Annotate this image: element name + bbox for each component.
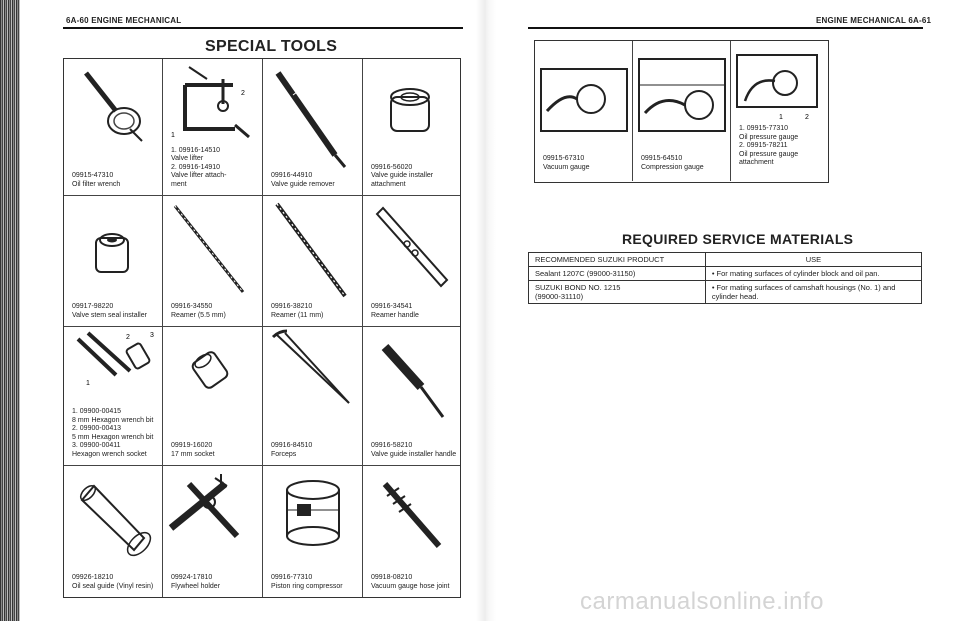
tool-cell: 09915-47310 Oil filter wrench [64, 59, 163, 196]
table-row: SUZUKI BOND NO. 1215 (99000-31110) • For… [528, 280, 923, 304]
hex-bits-icon: 2 3 1 [76, 331, 154, 387]
gauge-cell: 09915-64510 Compression gauge [633, 41, 731, 181]
gauge-caption: 09915-67310 Vacuum gauge [543, 155, 590, 171]
special-tools-grid: 09915-47310 Oil filter wrench 2 1 1. 099… [63, 58, 461, 598]
tool-caption: 09918-08210 Vacuum gauge hose joint [371, 574, 450, 590]
tool-cell: 09926-18210 Oil seal guide (Vinyl resin) [64, 466, 163, 597]
reamer-icon [173, 205, 245, 293]
socket-icon [191, 351, 229, 389]
table-cell: Sealant 1207C (99000-31150) [528, 266, 706, 281]
callout-1: 1 [86, 380, 90, 387]
gauge-tools-panel: 09915-67310 Vacuum gauge 09915-64510 Com… [534, 40, 829, 183]
tool-cell: 09919-16020 17 mm socket [163, 327, 263, 466]
gauge-cell: 1 2 1. 09915-77310 Oil pressure gauge 2.… [731, 41, 827, 181]
table-row: Sealant 1207C (99000-31150) • For mating… [528, 266, 923, 281]
tool-cell: 09916-44910 Valve guide remover [263, 59, 363, 196]
tool-cell: 09916-77310 Piston ring compressor [263, 466, 363, 597]
tool-caption: 09917-98220 Valve stem seal installer [72, 303, 147, 319]
gauge-caption: 1. 09915-77310 Oil pressure gauge 2. 099… [739, 125, 799, 166]
tool-caption: 09916-58210 Valve guide installer handle [371, 442, 457, 458]
tool-cell: 09916-38210 Reamer (11 mm) [263, 196, 363, 327]
vacuum-gauge-case-icon [540, 68, 628, 132]
table-header-row: RECOMMENDED SUZUKI PRODUCT USE [528, 252, 923, 267]
stem-seal-installer-icon [95, 233, 129, 273]
reamer-handle-icon [375, 206, 449, 288]
gauge-caption: 09915-64510 Compression gauge [641, 155, 704, 171]
oil-pressure-gauge-icon: 1 2 [736, 54, 818, 121]
tool-caption: 09916-56020 Valve guide installer attach… [371, 163, 434, 188]
callout-1: 1 [171, 132, 175, 139]
tool-cell: 09918-08210 Vacuum gauge hose joint [363, 466, 460, 597]
left-page-header: 6A-60 ENGINE MECHANICAL [66, 16, 182, 25]
tool-caption: 09916-38210 Reamer (11 mm) [271, 303, 324, 319]
callout-2: 2 [241, 90, 245, 97]
materials-title: REQUIRED SERVICE MATERIALS [622, 231, 854, 247]
table-cell: • For mating surfaces of camshaft housin… [704, 280, 923, 304]
page-binding-edge [0, 0, 20, 621]
installer-handle-icon [381, 343, 445, 418]
tool-caption: 1. 09916-14510 Valve lifter 2. 09916-149… [171, 146, 227, 188]
valve-lifter-icon: 2 1 [171, 66, 250, 139]
tool-caption: 09916-77310 Piston ring compressor [271, 574, 343, 590]
tool-caption: 1. 09900-00415 8 mm Hexagon wrench bit 2… [72, 408, 154, 458]
tool-caption: 09916-84510 Forceps [271, 442, 313, 458]
callout-2: 2 [805, 114, 809, 121]
right-page-header: ENGINE MECHANICAL 6A-61 [816, 16, 932, 25]
column-header: USE [704, 252, 923, 267]
tool-cell: 09916-34550 Reamer (5.5 mm) [163, 196, 263, 327]
tool-cell: 09916-56020 Valve guide installer attach… [363, 59, 460, 196]
tool-caption: 09916-44910 Valve guide remover [271, 172, 335, 188]
oil-seal-guide-icon [79, 484, 152, 557]
page-gutter [476, 0, 496, 621]
tool-cell: 09917-98220 Valve stem seal installer [64, 196, 163, 327]
compression-gauge-case-icon [638, 58, 726, 132]
right-header-rule [528, 27, 923, 29]
tool-caption: 09916-34550 Reamer (5.5 mm) [171, 303, 226, 319]
tool-caption: 09924-17810 Flywheel holder [171, 574, 221, 590]
guide-installer-attachment-icon [390, 88, 430, 132]
table-cell: • For mating surfaces of cylinder block … [704, 266, 923, 281]
callout-3: 3 [150, 332, 154, 339]
tool-caption: 09916-34541 Reamer handle [371, 303, 419, 319]
hose-joint-icon [382, 482, 442, 548]
tool-cell: 2 3 1 1. 09900-00415 8 mm Hexagon wrench… [64, 327, 163, 466]
materials-table: RECOMMENDED SUZUKI PRODUCT USE Sealant 1… [528, 252, 923, 304]
oil-filter-wrench-icon [84, 71, 143, 142]
forceps-icon [271, 329, 350, 404]
piston-ring-compressor-icon [286, 480, 340, 546]
tool-cell: 09924-17810 Flywheel holder [163, 466, 263, 597]
reamer-11-icon [275, 202, 347, 298]
tool-cell: 09916-58210 Valve guide installer handle [363, 327, 460, 466]
table-cell: SUZUKI BOND NO. 1215 (99000-31110) [528, 280, 706, 304]
tool-cell: 09916-34541 Reamer handle [363, 196, 460, 327]
watermark: carmanualsonline.info [580, 588, 824, 615]
column-header: RECOMMENDED SUZUKI PRODUCT [528, 252, 706, 267]
section-title: SPECIAL TOOLS [205, 38, 338, 55]
flywheel-holder-icon [168, 474, 240, 539]
tool-caption: 09919-16020 17 mm socket [171, 442, 215, 458]
valve-guide-remover-icon [275, 71, 347, 168]
left-header-rule [63, 27, 463, 29]
callout-1: 1 [779, 114, 783, 121]
tool-cell: 09916-84510 Forceps [263, 327, 363, 466]
gauge-cell: 09915-67310 Vacuum gauge [535, 41, 633, 181]
tool-cell: 2 1 1. 09916-14510 Valve lifter 2. 09916… [163, 59, 263, 196]
callout-2: 2 [126, 334, 130, 341]
tool-caption: 09915-47310 Oil filter wrench [72, 172, 121, 188]
tool-caption: 09926-18210 Oil seal guide (Vinyl resin) [72, 574, 154, 590]
